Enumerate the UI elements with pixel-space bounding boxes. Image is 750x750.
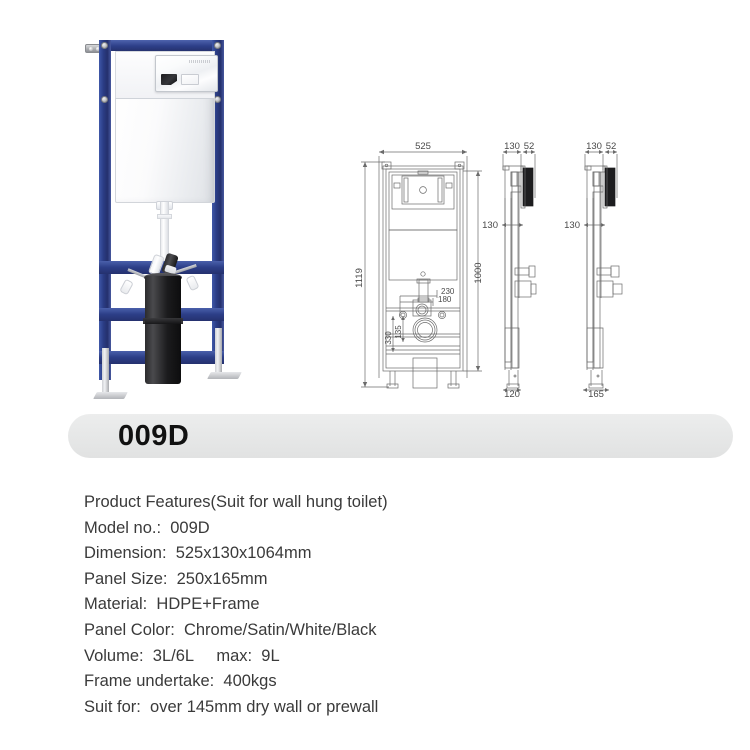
brand-logo <box>189 60 211 63</box>
flush-button-large <box>161 74 177 85</box>
spec-heading: Product Features(Suit for wall hung toil… <box>84 493 388 511</box>
spec-volume: Volume: 3L/6L max: 9L <box>84 646 280 665</box>
dim-front-height-overall: 1119 <box>354 268 365 288</box>
cistern-seam <box>115 98 215 99</box>
dim-inlet-lower: 180 <box>438 295 452 304</box>
frame-top-rail <box>99 40 224 51</box>
spec-dimension: Dimension: 525x130x1064mm <box>84 544 312 563</box>
waste-pipe <box>145 276 181 384</box>
foot-plate-right <box>207 372 242 379</box>
technical-drawings: 525 1119 1000 230 180 330 135 <box>345 138 655 398</box>
frame-post-left <box>99 40 111 380</box>
spec-suit-for: Suit for: over 145mm dry wall or prewall <box>84 697 379 716</box>
foot-plate-left <box>93 392 128 399</box>
dim-side-a-panel-offset: 52 <box>524 141 535 152</box>
dim-side-b-foot: 165 <box>588 389 604 398</box>
spec-panel-color: Panel Color: Chrome/Satin/White/Black <box>84 620 377 639</box>
frame-screw-icon <box>101 96 108 103</box>
adjustable-leg-left <box>102 348 109 394</box>
spec-model-no: Model no.: 009D <box>84 518 210 537</box>
frame-post-right <box>212 40 224 358</box>
waste-pipe-ring <box>143 318 183 324</box>
dim-side-a-mid: 130 <box>482 220 498 231</box>
dim-front-width: 525 <box>415 141 431 152</box>
spec-material: Material: HDPE+Frame <box>84 595 260 614</box>
title-banner <box>68 414 733 458</box>
adjustable-leg-right <box>215 328 222 374</box>
fixing-bolt-left <box>119 278 134 296</box>
frame-screw-icon <box>214 42 221 49</box>
model-title: 009D <box>118 420 190 452</box>
spec-panel-size: Panel Size: 250x165mm <box>84 569 268 588</box>
front-view-drawing: 525 1119 1000 230 180 330 135 <box>354 141 484 389</box>
specification-list: Product Features(Suit for wall hung toil… <box>84 490 684 720</box>
dim-side-a-foot: 120 <box>504 389 520 398</box>
dim-outlet-height: 330 <box>384 331 393 345</box>
flush-pipe-joint <box>157 214 172 219</box>
dim-side-b-mid: 130 <box>564 220 580 231</box>
dim-side-b-depth: 130 <box>586 141 602 152</box>
side-view-b-drawing: 130 52 130 165 <box>564 141 623 398</box>
dim-side-a-depth: 130 <box>504 141 520 152</box>
frame-screw-icon <box>214 96 221 103</box>
frame-screw-icon <box>101 42 108 49</box>
dim-inlet-upper: 230 <box>441 287 455 296</box>
fixing-bolt-right <box>185 274 200 292</box>
side-view-a-drawing: 130 52 130 120 <box>482 141 537 398</box>
dim-outlet-small: 135 <box>394 325 403 339</box>
dim-side-b-panel-offset: 52 <box>606 141 617 152</box>
product-photo <box>85 18 270 403</box>
flush-pipe <box>160 202 169 264</box>
dim-front-height-inner: 1000 <box>473 262 484 283</box>
spec-frame-undertake: Frame undertake: 400kgs <box>84 672 277 691</box>
flush-button-small <box>181 74 199 85</box>
